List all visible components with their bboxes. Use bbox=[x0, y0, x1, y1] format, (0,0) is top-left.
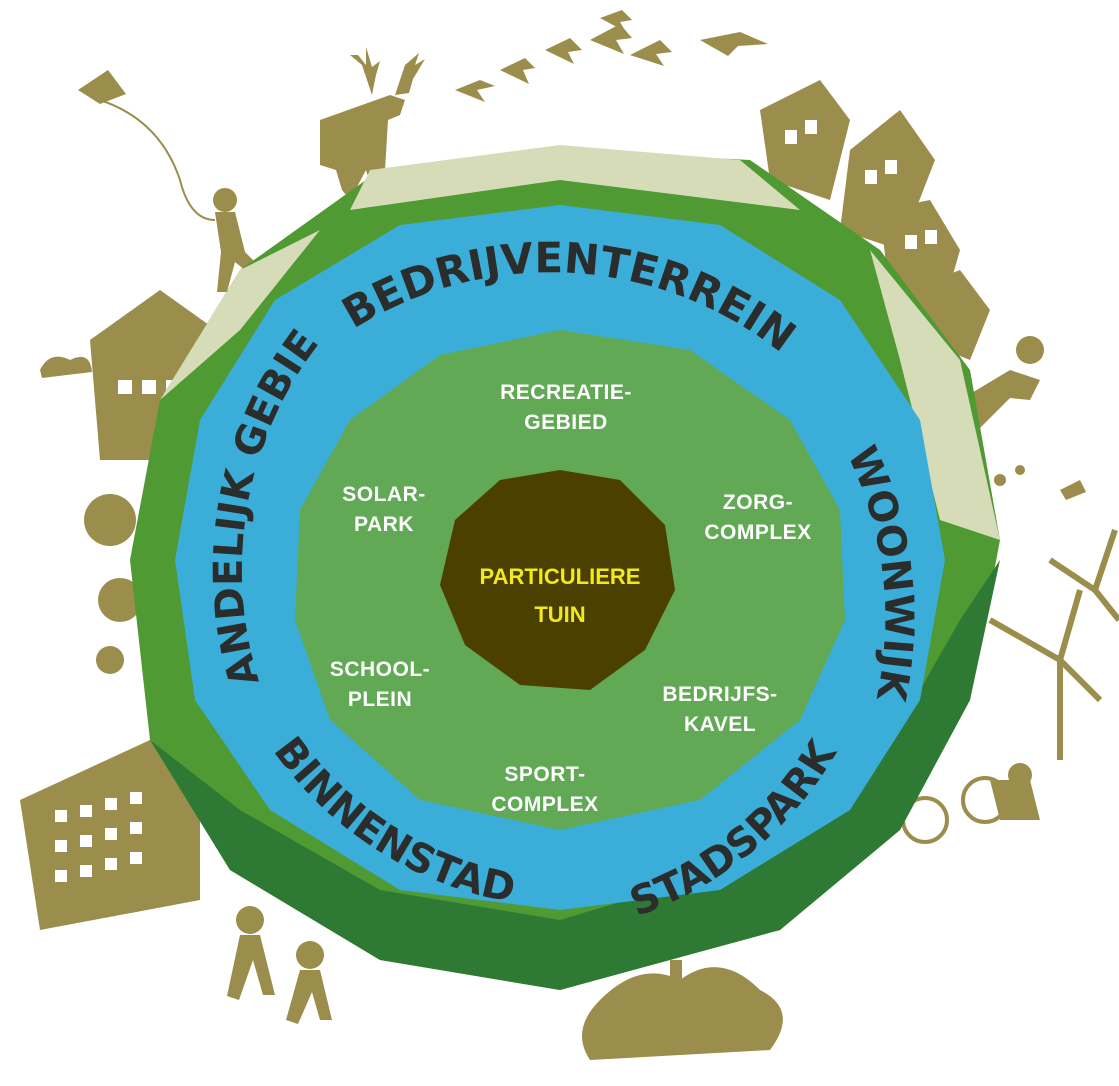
wind-turbine-icon bbox=[988, 529, 1119, 760]
label-tuin: TUIN bbox=[534, 602, 586, 627]
walkers-icon bbox=[227, 906, 332, 1024]
deer-icon bbox=[320, 47, 425, 200]
label-solarpark: SOLAR- PARK bbox=[294, 480, 474, 540]
label-bedrijfskavel: BEDRIJFS- KAVEL bbox=[630, 680, 810, 740]
center-core bbox=[440, 470, 675, 690]
tree-icon bbox=[84, 494, 136, 546]
label-zorgcomplex-line2: COMPLEX bbox=[704, 521, 812, 544]
label-bedrijfskavel-line2: KAVEL bbox=[683, 713, 757, 736]
label-zorgcomplex-line1: ZORG- bbox=[722, 491, 794, 514]
label-bedrijfskavel-line1: BEDRIJFS- bbox=[662, 683, 778, 706]
tree-icon bbox=[582, 960, 783, 1060]
label-sportcomplex-line1: SPORT- bbox=[504, 763, 586, 786]
label-particuliere: PARTICULIERE bbox=[479, 564, 641, 589]
label-zorgcomplex: ZORG- COMPLEX bbox=[668, 488, 848, 548]
label-sportcomplex-line2: COMPLEX bbox=[491, 793, 599, 816]
label-sportcomplex: SPORT- COMPLEX bbox=[455, 760, 635, 820]
label-recreatiegebied: RECREATIE- GEBIED bbox=[476, 378, 656, 438]
cyclist-icon bbox=[901, 763, 1040, 844]
birds-icon bbox=[455, 10, 768, 102]
label-solarpark-line1: SOLAR- bbox=[342, 483, 426, 506]
label-solarpark-line2: PARK bbox=[354, 513, 414, 536]
label-schoolplein-line1: SCHOOL- bbox=[329, 658, 431, 681]
kite-person-icon bbox=[78, 70, 265, 292]
label-schoolplein-line2: PLEIN bbox=[347, 688, 413, 711]
label-recreatiegebied-line2: GEBIED bbox=[524, 411, 608, 434]
flower-icon bbox=[994, 465, 1086, 500]
label-recreatiegebied-line1: RECREATIE- bbox=[500, 381, 632, 404]
label-particuliere-tuin: PARTICULIERE TUIN bbox=[450, 558, 670, 634]
label-schoolplein: SCHOOL- PLEIN bbox=[290, 655, 470, 715]
gardener-icon bbox=[960, 336, 1044, 428]
apartment-block-icon bbox=[20, 740, 200, 930]
